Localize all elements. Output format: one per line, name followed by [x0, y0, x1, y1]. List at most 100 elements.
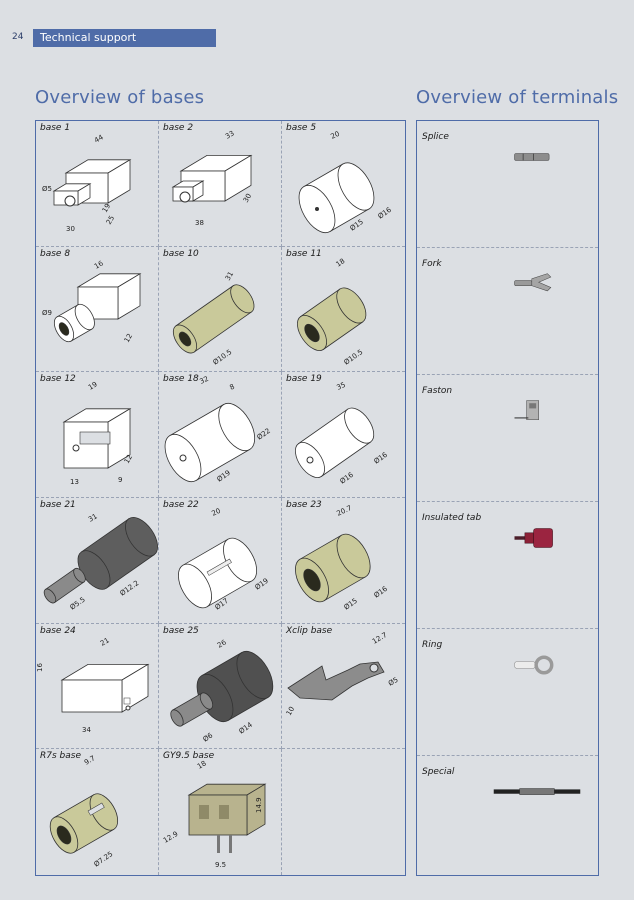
svg-text:Ø5.5: Ø5.5 [69, 596, 87, 612]
svg-text:Ø7.25: Ø7.25 [93, 850, 115, 869]
terminal-special: Special [417, 756, 598, 882]
base-label: Xclip base [286, 625, 333, 636]
svg-text:9: 9 [118, 476, 122, 484]
base-label: base 8 [40, 248, 71, 259]
base-label: GY9.5 base [163, 751, 215, 762]
svg-text:18: 18 [196, 760, 208, 771]
svg-text:Ø19: Ø19 [216, 469, 232, 484]
empty-cell [282, 749, 405, 875]
terminal-label: Special [422, 767, 455, 777]
terminals-title: Overview of terminals [416, 87, 619, 108]
terminal-fork: Fork [417, 248, 598, 375]
svg-text:12.7: 12.7 [371, 631, 389, 646]
base-label: base 24 [40, 625, 76, 636]
base-label: R7s base [40, 751, 81, 762]
svg-text:Ø16: Ø16 [373, 451, 390, 466]
base-label: base 11 [286, 248, 322, 259]
special-terminal-icon [493, 788, 581, 795]
svg-text:30: 30 [242, 192, 253, 204]
svg-text:Ø14: Ø14 [238, 720, 255, 735]
section-header: Technical support [33, 29, 216, 47]
base-label: base 19 [286, 374, 322, 385]
svg-text:Ø10.5: Ø10.5 [212, 348, 234, 367]
base-label: base 25 [163, 625, 199, 636]
svg-text:9.5: 9.5 [215, 861, 226, 869]
terminal-label: Fork [422, 259, 442, 269]
svg-text:38: 38 [195, 219, 204, 227]
base-label: base 23 [286, 499, 322, 510]
svg-text:12: 12 [123, 332, 134, 344]
svg-text:20: 20 [210, 507, 221, 518]
svg-text:Ø16: Ø16 [373, 584, 390, 599]
base-label: base 21 [40, 499, 76, 510]
base-label: base 18 [163, 374, 199, 385]
base-label: base 1 [40, 123, 71, 133]
base-label: base 22 [163, 499, 199, 510]
svg-text:Ø16: Ø16 [377, 206, 394, 221]
svg-text:31: 31 [224, 270, 235, 282]
svg-text:44: 44 [93, 133, 105, 145]
terminal-label: Splice [422, 132, 449, 142]
terminal-insulated-tab: Insulated tab [417, 502, 598, 629]
base-drawing: 9.7Ø7.25 [49, 755, 119, 869]
svg-text:Ø10.5: Ø10.5 [343, 348, 365, 367]
svg-text:12: 12 [123, 454, 134, 466]
svg-text:Ø9: Ø9 [42, 309, 52, 317]
base-label: base 5 [286, 123, 317, 133]
svg-text:25: 25 [105, 214, 116, 226]
svg-text:30: 30 [66, 225, 75, 233]
svg-text:16: 16 [93, 259, 105, 271]
svg-text:Ø5: Ø5 [42, 185, 52, 193]
svg-text:Ø12.2: Ø12.2 [119, 579, 141, 598]
svg-text:Ø5: Ø5 [387, 675, 400, 687]
terminal-ring: Ring [417, 629, 598, 756]
svg-text:Ø6: Ø6 [202, 731, 215, 744]
svg-text:19: 19 [87, 381, 99, 392]
svg-text:Ø15: Ø15 [349, 218, 365, 233]
faston-terminal-icon [514, 400, 539, 420]
svg-text:20.7: 20.7 [335, 504, 353, 518]
ring-terminal-icon [514, 655, 554, 675]
svg-text:35: 35 [335, 381, 346, 392]
svg-text:Ø22: Ø22 [256, 427, 272, 442]
base-drawing [282, 749, 405, 875]
svg-text:32: 32 [198, 375, 209, 386]
svg-text:18: 18 [335, 257, 347, 269]
svg-text:8: 8 [228, 383, 235, 392]
fork-terminal-icon [514, 273, 552, 292]
base-label: base 2 [163, 123, 194, 133]
svg-text:12.9: 12.9 [162, 830, 180, 845]
svg-text:Ø19: Ø19 [254, 577, 270, 592]
svg-text:20: 20 [329, 130, 340, 141]
terminal-label: Insulated tab [422, 513, 482, 523]
base-drawing: 19 12 13 9 [62, 381, 134, 486]
terminal-splice: Splice [417, 121, 598, 248]
svg-text:13: 13 [70, 478, 79, 486]
svg-text:21: 21 [99, 636, 111, 647]
